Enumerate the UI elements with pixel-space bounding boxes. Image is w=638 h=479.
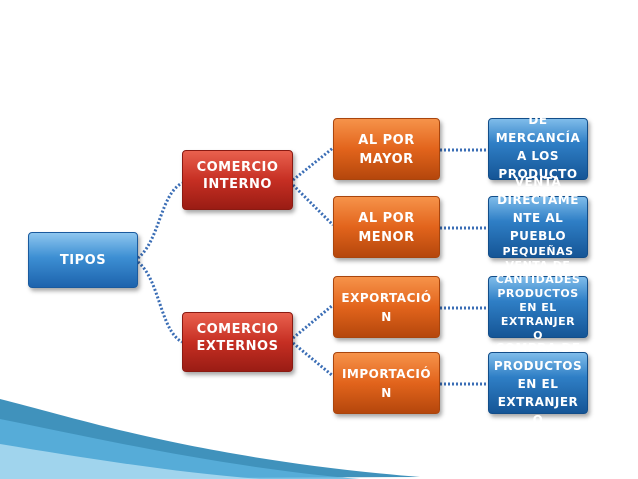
leaf-venta-directa: VENTA DIRECTAME NTE AL PUEBLO xyxy=(488,175,588,258)
node-importacion-label: IMPORTACIÓ N xyxy=(341,367,432,400)
leaf-venta-extranjero-label: PEQUEÑAS VENTA DE CANTIDADES PRODUCTOS E… xyxy=(495,245,581,342)
leaf-compra-extranjero-label: COMPRA DE PRODUCTOS EN EL EXTRANJER O xyxy=(493,341,583,427)
connector-root-externos xyxy=(136,260,183,344)
node-al-por-mayor-label: AL POR MAYOR xyxy=(358,133,415,167)
node-comercio-interno-label: COMERCIO INTERNO xyxy=(196,160,279,192)
node-exportacion-label: EXPORTACIÓ N xyxy=(341,291,432,324)
connector-root-interno xyxy=(136,181,183,260)
node-al-por-mayor: AL POR MAYOR xyxy=(333,118,440,180)
leaf-compre-mercancia-label: COMPRE DE MERCANCÍA A LOS PRODUCTO RES xyxy=(495,95,581,199)
connector-interno-menor xyxy=(291,183,335,227)
connector-externos-export xyxy=(292,303,334,340)
node-root-label: TIPOS xyxy=(59,252,107,268)
node-exportacion: EXPORTACIÓ N xyxy=(333,276,440,338)
leaf-compre-mercancia: COMPRE DE MERCANCÍA A LOS PRODUCTO RES xyxy=(488,95,588,199)
leaf-compra-extranjero: COMPRA DE PRODUCTOS EN EL EXTRANJER O xyxy=(488,341,588,427)
leaf-venta-directa-label: VENTA DIRECTAME NTE AL PUEBLO xyxy=(497,175,579,243)
connector-interno-mayor xyxy=(292,146,334,182)
node-comercio-interno: COMERCIO INTERNO xyxy=(182,150,293,210)
node-root: TIPOS xyxy=(28,232,138,288)
leaf-venta-extranjero: PEQUEÑAS VENTA DE CANTIDADES PRODUCTOS E… xyxy=(488,245,588,342)
node-al-por-menor: AL POR MENOR xyxy=(333,196,440,258)
node-importacion: IMPORTACIÓ N xyxy=(333,352,440,414)
node-comercio-externos: COMERCIO EXTERNOS xyxy=(182,312,293,372)
node-al-por-menor-label: AL POR MENOR xyxy=(358,211,415,245)
connector-externos-import xyxy=(292,341,334,378)
node-comercio-externos-label: COMERCIO EXTERNOS xyxy=(196,322,279,354)
decorative-swoosh xyxy=(0,399,420,479)
